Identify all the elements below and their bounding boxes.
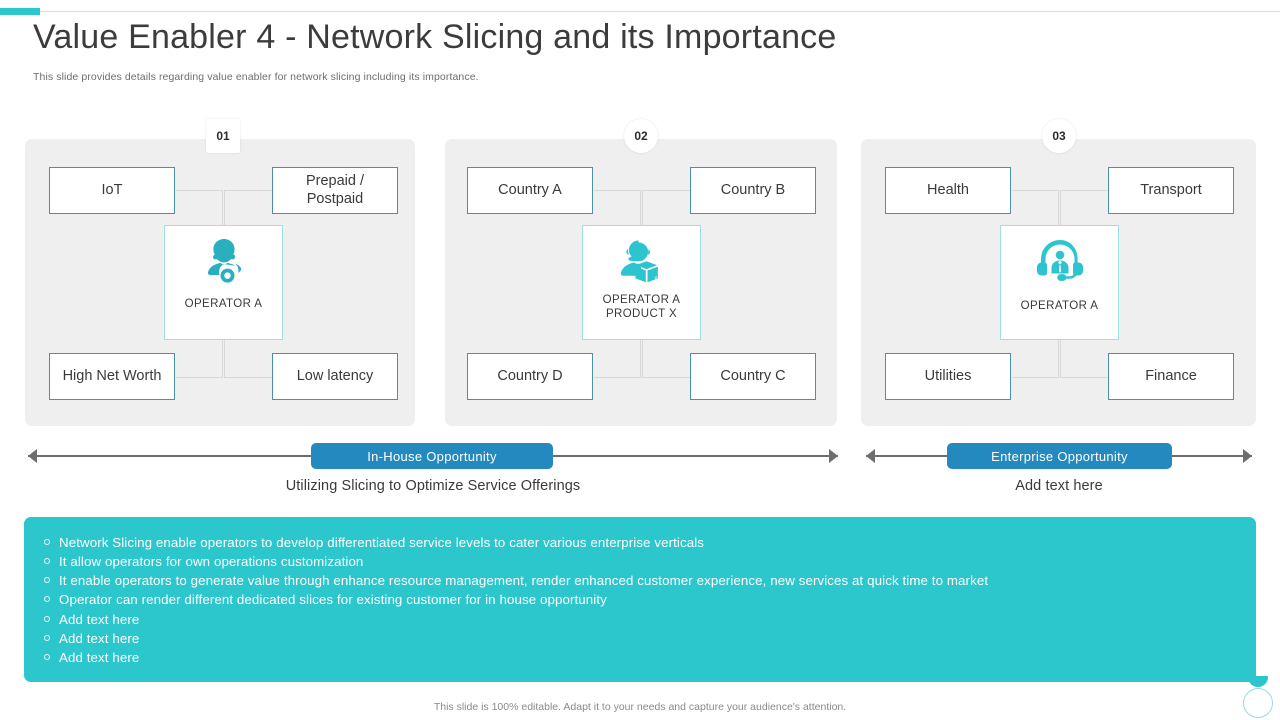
in-house-opportunity-pill[interactable]: In-House Opportunity	[311, 443, 553, 469]
connector-line	[594, 190, 640, 191]
bullet-icon	[44, 539, 50, 545]
bullet-icon	[44, 558, 50, 565]
decoration-blob-icon	[1248, 676, 1268, 687]
connector-line	[1012, 190, 1058, 191]
page-subtitle: This slide provides details regarding va…	[33, 71, 479, 83]
operator-gear-icon	[200, 236, 248, 293]
list-item: It allow operators for own operations cu…	[44, 552, 1242, 571]
connector-line	[1012, 377, 1058, 378]
connector-line	[642, 340, 643, 378]
connector-line	[1060, 190, 1061, 226]
notes-panel: Network Slicing enable operators to deve…	[24, 517, 1256, 682]
node-top-right[interactable]: Transport	[1108, 167, 1234, 214]
arrow-head-left-icon	[28, 449, 37, 463]
connector-line	[224, 377, 272, 378]
connector-line	[594, 377, 640, 378]
list-item-text: Network Slicing enable operators to deve…	[59, 535, 704, 550]
panel-badge-01: 01	[206, 119, 240, 153]
connector-line	[222, 340, 223, 378]
panel-badge-03: 03	[1042, 119, 1076, 153]
node-bottom-left[interactable]: Utilities	[885, 353, 1011, 400]
connector-line	[640, 340, 641, 378]
bullet-icon	[44, 615, 50, 622]
footer-note: This slide is 100% editable. Adapt it to…	[433, 701, 847, 713]
list-item-text: Operator can render different dedicated …	[59, 592, 607, 608]
connector-line	[1060, 377, 1108, 378]
list-item: Operator can render different dedicated …	[44, 590, 1242, 609]
list-item-text: It enable operators to generate value th…	[59, 573, 989, 589]
accent-bar	[0, 8, 40, 15]
center-node-operator[interactable]: OPERATOR A	[164, 225, 283, 340]
node-bottom-right[interactable]: Low latency	[272, 353, 398, 400]
connector-line	[224, 190, 272, 191]
node-bottom-left[interactable]: High Net Worth	[49, 353, 175, 400]
list-item-text: Add text here	[59, 611, 140, 627]
connector-line	[1060, 190, 1108, 191]
connector-line	[1060, 340, 1061, 378]
connector-line	[176, 377, 222, 378]
enterprise-opportunity-pill[interactable]: Enterprise Opportunity	[947, 443, 1172, 469]
connector-line	[176, 190, 222, 191]
connector-line	[1058, 340, 1059, 378]
arrow-head-right-icon	[1243, 449, 1252, 463]
node-top-right[interactable]: Country B	[690, 167, 816, 214]
list-item: Network Slicing enable operators to deve…	[44, 533, 1242, 552]
operator-headset-icon	[1032, 235, 1088, 296]
node-top-left[interactable]: Country A	[467, 167, 593, 214]
list-item: Add text here	[44, 610, 1242, 629]
bullet-icon	[44, 596, 50, 603]
decoration-circle-icon	[1243, 688, 1273, 718]
panel-badge-02: 02	[624, 119, 658, 153]
list-item-text: Add text here	[59, 649, 140, 665]
node-top-left[interactable]: Health	[885, 167, 1011, 214]
page-title: Value Enabler 4 - Network Slicing and it…	[33, 18, 837, 56]
node-bottom-right[interactable]: Country C	[690, 353, 816, 400]
list-item: Add text here	[44, 629, 1242, 648]
connector-line	[640, 190, 641, 226]
connector-line	[642, 377, 690, 378]
center-node-label: OPERATOR A PRODUCT X	[602, 294, 681, 321]
node-bottom-right[interactable]: Finance	[1108, 353, 1234, 400]
arrow-head-left-icon	[866, 449, 875, 463]
list-item-text: Add text here	[59, 630, 140, 646]
header-rule	[0, 11, 1280, 12]
center-node-operator[interactable]: OPERATOR A PRODUCT X	[582, 225, 701, 340]
node-bottom-left[interactable]: Country D	[467, 353, 593, 400]
center-node-label: OPERATOR A	[1020, 300, 1099, 312]
arrow-head-right-icon	[829, 449, 838, 463]
list-item: Add text here	[44, 648, 1242, 667]
connector-line	[642, 190, 643, 226]
bullet-icon	[44, 634, 50, 641]
connector-line	[1058, 190, 1059, 226]
operator-product-icon	[613, 238, 671, 291]
opportunity-caption: Add text here	[1015, 478, 1103, 494]
connector-line	[224, 190, 225, 226]
center-node-label: OPERATOR A	[184, 298, 263, 310]
bullet-icon	[44, 653, 50, 660]
center-node-operator[interactable]: OPERATOR A	[1000, 225, 1119, 340]
opportunity-caption: Utilizing Slicing to Optimize Service Of…	[285, 478, 581, 494]
connector-line	[642, 190, 690, 191]
bullet-icon	[44, 577, 50, 584]
node-top-left[interactable]: IoT	[49, 167, 175, 214]
list-item: It enable operators to generate value th…	[44, 571, 1242, 590]
node-top-right[interactable]: Prepaid / Postpaid	[272, 167, 398, 214]
connector-line	[222, 190, 223, 226]
connector-line	[224, 340, 225, 378]
list-item-text: It allow operators for own operations cu…	[59, 554, 364, 570]
